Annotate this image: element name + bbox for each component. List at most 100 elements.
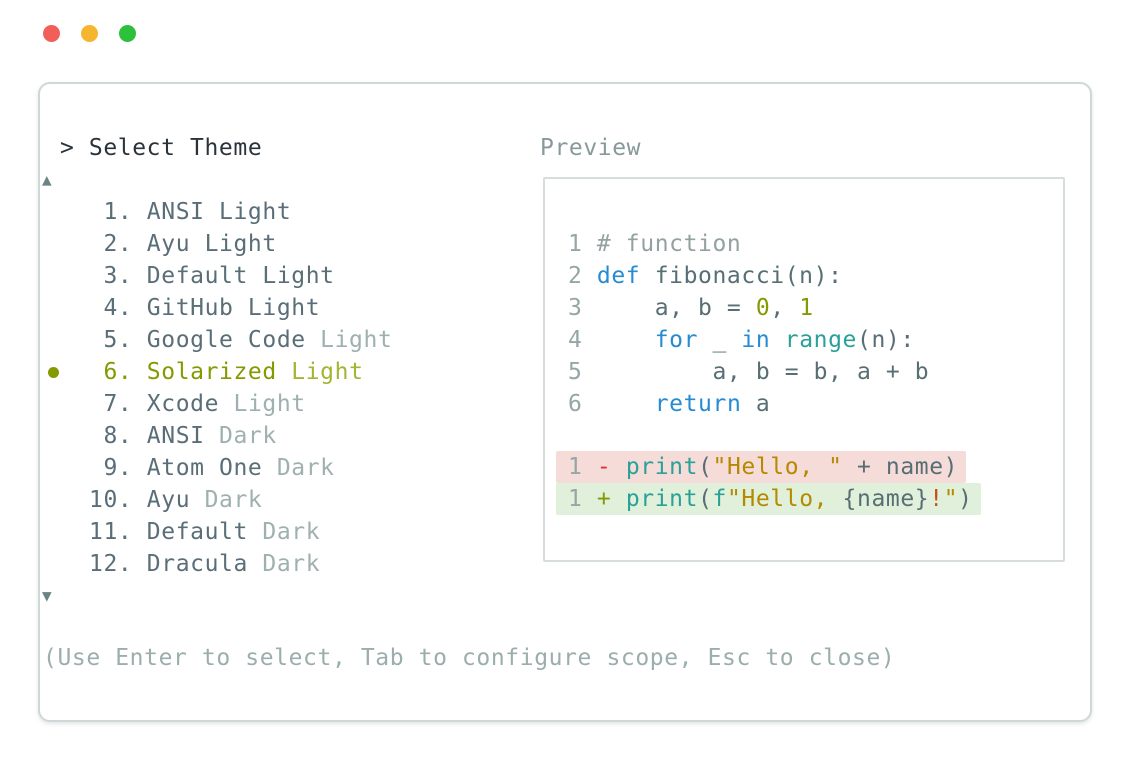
code-token: "Hello, " <box>712 454 843 480</box>
code-token: (n): <box>857 327 915 353</box>
code-token: a, b = b, a + b <box>596 359 930 385</box>
diff-removed-line: 1 - print("Hello, " + name) <box>556 451 967 483</box>
code-token: f <box>712 486 727 512</box>
theme-list-item-9[interactable]: 9. Atom One Dark <box>47 452 335 484</box>
code-token: fibonacci(n): <box>640 263 843 289</box>
theme-item-name: ANSI <box>146 199 205 225</box>
line-number: 1 <box>568 454 597 480</box>
theme-item-number: 1. <box>89 199 147 225</box>
scroll-up-icon[interactable]: ▲ <box>42 170 52 189</box>
theme-item-number: 8. <box>89 423 147 449</box>
theme-item-number: 6. <box>89 359 147 385</box>
traffic-light-close-button[interactable] <box>43 25 60 42</box>
line-number: 1 <box>568 486 597 512</box>
theme-list-item-2[interactable]: 2. Ayu Light <box>47 228 277 260</box>
code-token: " <box>943 486 959 512</box>
keyboard-hint: (Use Enter to select, Tab to configure s… <box>43 645 896 671</box>
theme-item-number: 5. <box>89 327 147 353</box>
code-token: # function <box>596 231 742 257</box>
code-token <box>597 327 655 353</box>
theme-list-item-5[interactable]: 5. Google Code Light <box>47 324 392 356</box>
code-token: + name) <box>842 454 959 480</box>
theme-item-name: Xcode <box>146 391 220 417</box>
theme-item-number: 7. <box>89 391 147 417</box>
theme-item-number: 3. <box>89 263 147 289</box>
line-number: 1 <box>568 231 597 257</box>
code-token: "Hello, <box>726 486 843 512</box>
theme-list-item-10[interactable]: 10. Ayu Dark <box>47 484 262 516</box>
theme-item-number: 12. <box>89 551 147 577</box>
theme-item-name: GitHub <box>146 295 234 321</box>
code-token: {name} <box>842 486 930 512</box>
code-token <box>597 391 655 417</box>
theme-item-name: ANSI <box>146 423 205 449</box>
theme-item-name: Atom One <box>146 455 263 481</box>
theme-item-name: Ayu <box>146 231 191 257</box>
code-line-1: 1 # function <box>568 228 741 260</box>
code-token: ! <box>929 486 944 512</box>
code-token: a <box>741 391 771 417</box>
theme-list-item-7[interactable]: 7. Xcode Light <box>47 388 306 420</box>
theme-item-variant: Light <box>204 199 292 225</box>
code-token: print <box>625 486 699 512</box>
theme-item-name: Ayu <box>146 487 191 513</box>
code-token: ( <box>698 454 713 480</box>
theme-list-item-3[interactable]: 3. Default Light <box>47 260 335 292</box>
code-token: a, b = <box>596 295 756 321</box>
code-line-2: 2 def fibonacci(n): <box>568 260 843 292</box>
scroll-down-icon[interactable]: ▼ <box>42 586 52 605</box>
theme-item-number: 4. <box>89 295 147 321</box>
line-number: 5 <box>568 359 597 385</box>
line-number: 2 <box>568 263 597 289</box>
traffic-light-minimize-button[interactable] <box>81 25 98 42</box>
theme-item-variant: Light <box>233 295 321 321</box>
theme-item-variant: Light <box>219 391 306 417</box>
selected-bullet-icon <box>48 367 59 378</box>
code-token <box>770 327 784 353</box>
diff-added-line: 1 + print(f"Hello, {name}!") <box>556 483 981 515</box>
theme-list-item-1[interactable]: 1. ANSI Light <box>47 196 291 228</box>
theme-list-item-4[interactable]: 4. GitHub Light <box>47 292 320 324</box>
code-token: _ <box>698 327 742 353</box>
code-token: for <box>654 327 699 353</box>
traffic-light-zoom-button[interactable] <box>119 25 136 42</box>
line-number: 4 <box>568 327 597 353</box>
diff-sign: + <box>596 486 626 512</box>
code-token: in <box>741 327 771 353</box>
theme-item-name: Default <box>146 263 248 289</box>
theme-item-variant: Light <box>247 263 335 289</box>
theme-item-name: Google Code <box>146 327 306 353</box>
theme-item-number: 10. <box>89 487 147 513</box>
code-token: , <box>770 295 800 321</box>
theme-list-item-11[interactable]: 11. Default Dark <box>47 516 320 548</box>
theme-item-variant: Dark <box>247 551 321 577</box>
theme-item-variant: Light <box>305 327 393 353</box>
code-line-5: 5 a, b = b, a + b <box>568 356 929 388</box>
code-token: range <box>784 327 857 353</box>
code-token: return <box>654 391 742 417</box>
line-number: 6 <box>568 391 597 417</box>
theme-list-item-12[interactable]: 12. Dracula Dark <box>47 548 320 580</box>
code-token: ( <box>698 486 713 512</box>
theme-list-item-8[interactable]: 8. ANSI Dark <box>47 420 277 452</box>
theme-item-number: 11. <box>89 519 147 545</box>
code-token: ) <box>958 486 973 512</box>
theme-item-variant: Light <box>190 231 277 257</box>
theme-item-variant: Dark <box>190 487 263 513</box>
theme-item-name: Dracula <box>146 551 248 577</box>
code-line-6: 6 return a <box>568 388 770 420</box>
theme-item-name: Solarized <box>146 359 277 385</box>
theme-item-number: 2. <box>89 231 147 257</box>
code-token: 0 <box>755 295 771 321</box>
theme-item-name: Default <box>146 519 248 545</box>
select-theme-prompt: > Select Theme <box>60 135 263 161</box>
code-token: def <box>596 263 641 289</box>
preview-label: Preview <box>540 135 642 161</box>
code-line-4: 4 for _ in range(n): <box>568 324 915 356</box>
code-token: print <box>625 454 699 480</box>
line-number: 3 <box>568 295 597 321</box>
theme-item-variant: Dark <box>204 423 277 449</box>
theme-list-item-6[interactable]: 6. Solarized Light <box>47 356 364 388</box>
theme-item-variant: Dark <box>262 455 335 481</box>
